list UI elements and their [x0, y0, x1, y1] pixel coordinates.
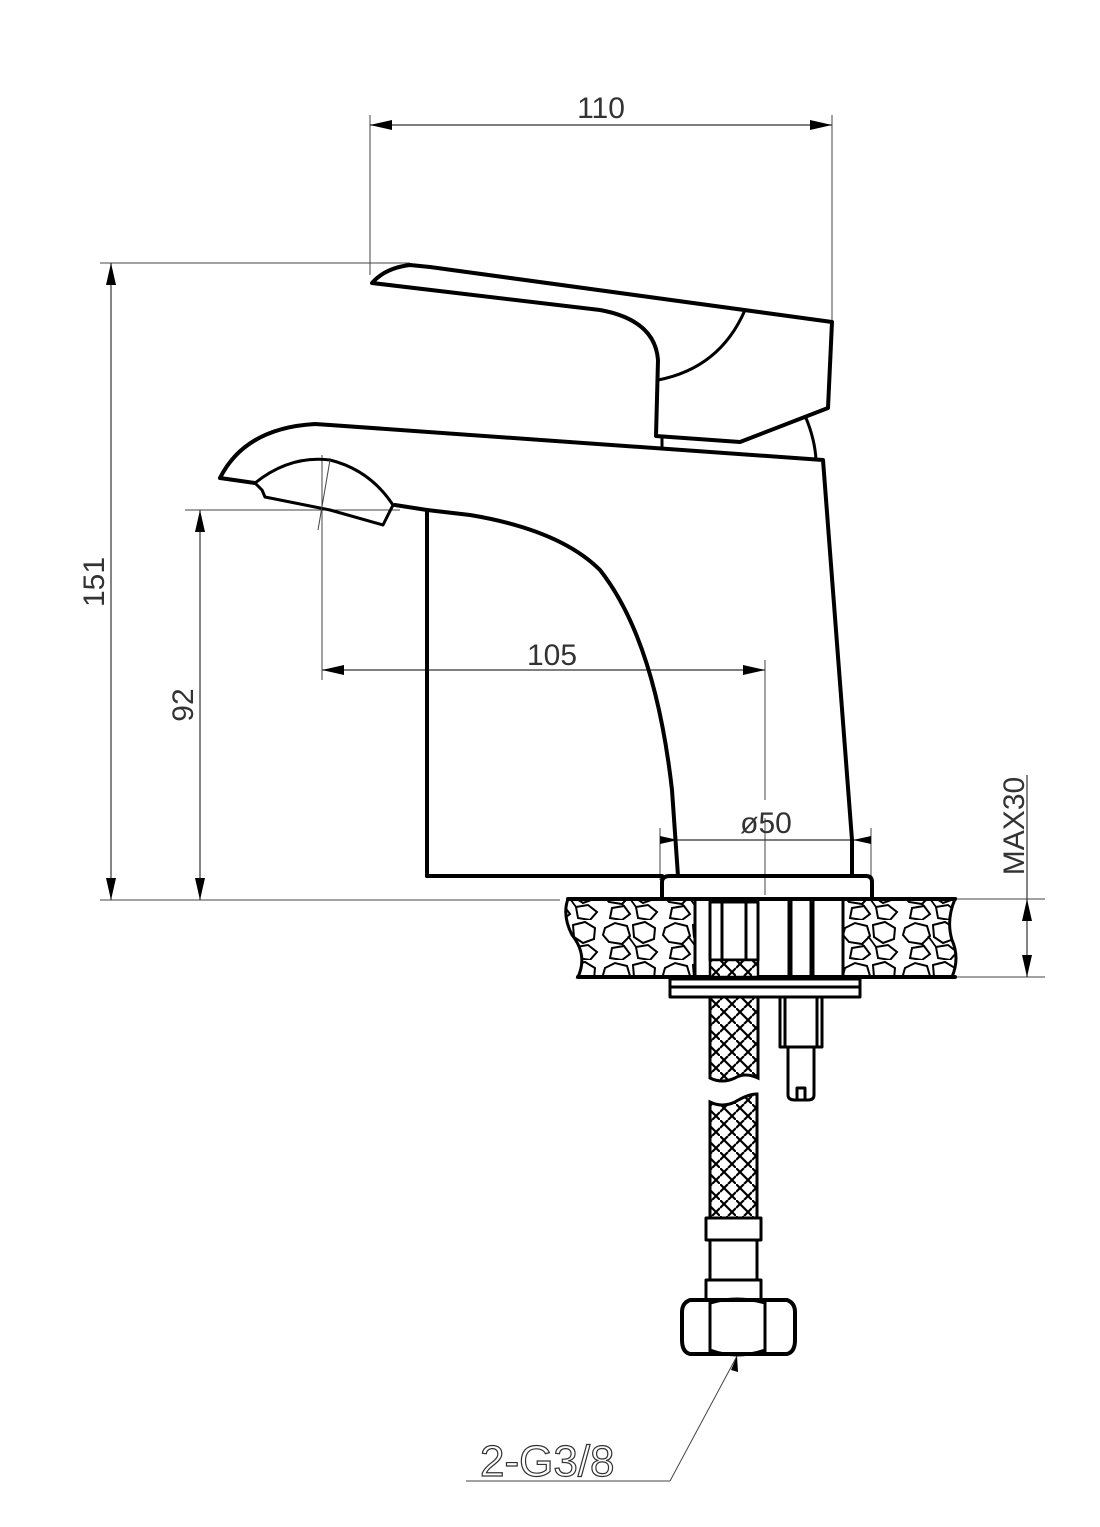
dimension-overall-height: 151	[78, 262, 560, 901]
dimension-label-151: 151	[78, 557, 111, 607]
threaded-stud	[778, 995, 824, 1102]
dimension-base-diameter: ø50	[659, 807, 872, 880]
aerator	[253, 457, 395, 531]
lever-handle	[370, 263, 834, 461]
dimension-spout-height: 92	[167, 509, 400, 900]
mounting-plate	[668, 977, 862, 999]
dimension-label-diameter-50: ø50	[740, 807, 792, 840]
base-flange	[660, 874, 874, 902]
inlet-tubes	[693, 899, 845, 979]
dimension-label-110: 110	[577, 92, 625, 125]
spout-body	[218, 422, 854, 878]
dimension-label-max30: MAX30	[998, 777, 1031, 875]
braided-hose-lower	[704, 1092, 763, 1302]
callout-hose-connection: 2-G3/8	[466, 1355, 738, 1487]
dimension-label-105: 105	[527, 639, 577, 672]
braided-hose-upper	[708, 995, 760, 1083]
callout-label-2-g3-8: 2-G3/8	[480, 1437, 615, 1486]
countertop-section	[564, 897, 958, 979]
hex-nut-connector	[680, 1297, 797, 1357]
dimension-overall-width: 110	[369, 92, 833, 320]
dimension-label-92: 92	[167, 688, 200, 721]
dimension-spout-reach: 105	[321, 455, 766, 895]
dimension-max-deck-thickness: MAX30	[870, 775, 1045, 978]
